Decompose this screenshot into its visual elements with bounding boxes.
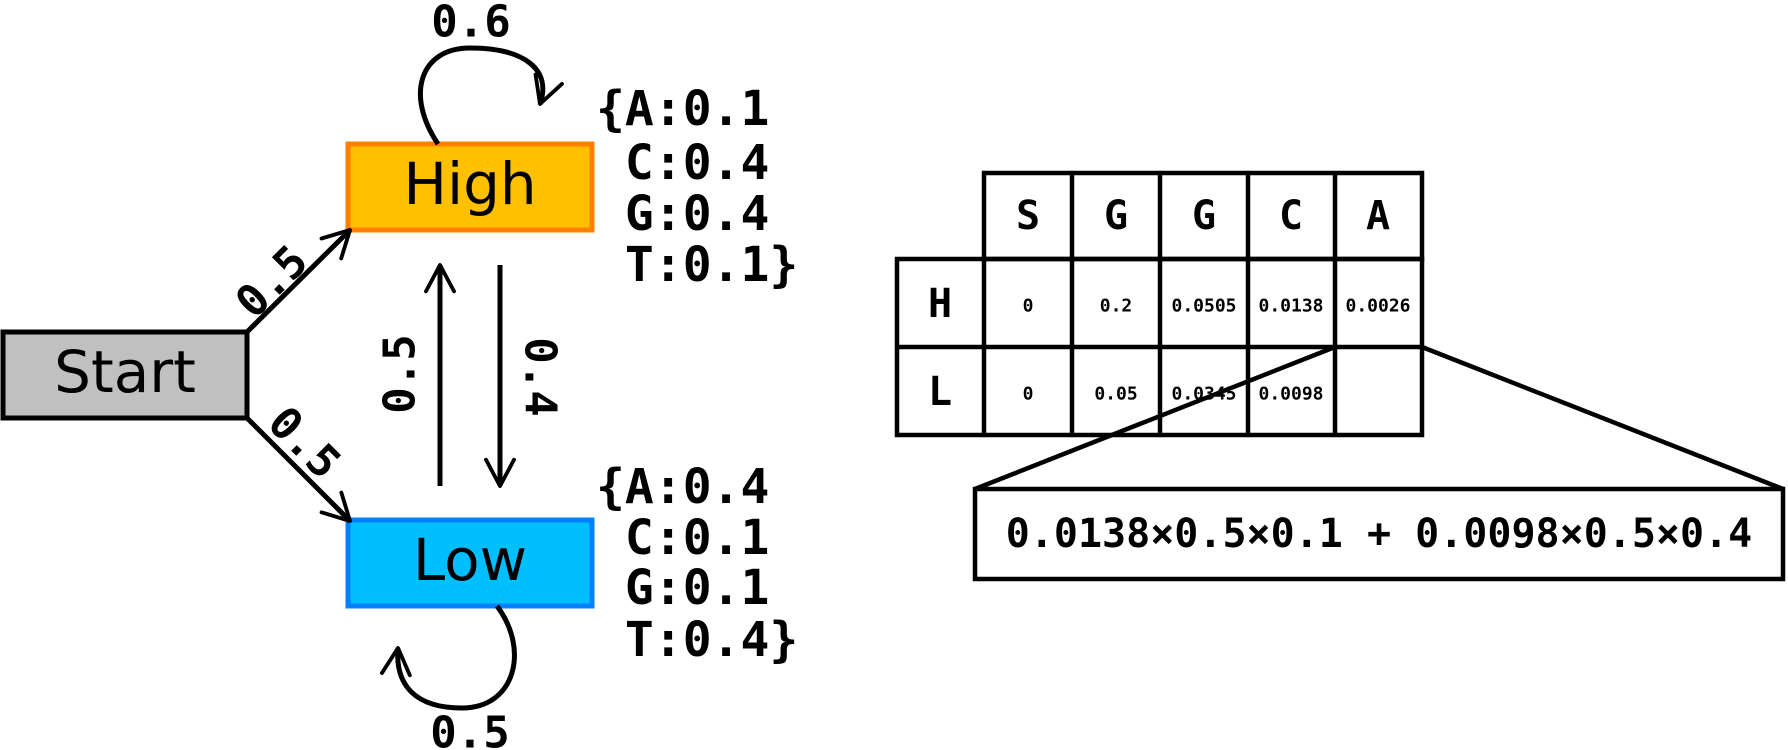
table-cell: 0.0138: [1258, 296, 1323, 317]
high-emissions: {A:0.1 C:0.4 G:0.4 T:0.1}: [596, 81, 798, 293]
edge-high-self-loop: [417, 45, 564, 146]
prob-low-to-high: 0.5: [375, 334, 426, 413]
formula-box: 0.0138×0.5×0.1 + 0.0098×0.5×0.4: [972, 486, 1786, 582]
table-cell: 0.2: [1100, 296, 1133, 317]
prob-low-self: 0.5: [430, 708, 509, 750]
low-emission-line: {A:0.4: [596, 459, 769, 515]
high-emission-line: C:0.4: [596, 135, 769, 191]
table-cell: 0.0505: [1171, 296, 1236, 317]
table-cell: 0: [1023, 384, 1034, 405]
start-node: Start: [0, 329, 250, 421]
high-label: High: [403, 150, 536, 218]
column-header: A: [1366, 193, 1390, 239]
formula-text: 0.0138×0.5×0.1 + 0.0098×0.5×0.4: [1006, 511, 1753, 557]
low-emission-line: C:0.1: [596, 510, 769, 566]
prob-high-to-low: 0.4: [515, 337, 566, 416]
callout-line-left: [974, 344, 1336, 492]
column-header: G: [1192, 193, 1216, 239]
low-emission-line: G:0.1: [596, 560, 769, 616]
row-header: H: [928, 281, 952, 327]
high-node: High: [345, 141, 595, 233]
high-emission-line: G:0.4: [596, 186, 769, 242]
low-label: Low: [413, 526, 527, 594]
low-emissions: {A:0.4 C:0.1 G:0.1 T:0.4}: [596, 459, 798, 668]
prob-start-to-low: 0.5: [258, 397, 350, 489]
table-cell: 0: [1023, 296, 1034, 317]
callout-line-right: [1421, 344, 1784, 492]
edge-low-self-loop: [380, 604, 517, 711]
table-cell: 0.05: [1094, 384, 1137, 405]
low-node: Low: [345, 517, 595, 609]
start-label: Start: [54, 338, 196, 406]
low-emission-line: T:0.4}: [596, 612, 798, 668]
row-header: L: [928, 369, 952, 415]
table-cell: 0.0345: [1171, 384, 1236, 405]
high-emission-line: {A:0.1: [596, 81, 769, 137]
dp-table: S G G C A H 0 0.2 0.0505 0.0138 0.0026 L…: [894, 170, 1425, 438]
prob-high-self: 0.6: [431, 0, 510, 48]
edge-start-to-low: [245, 416, 352, 523]
table-cell: 0.0026: [1345, 296, 1410, 317]
table-cell: 0.0098: [1258, 384, 1323, 405]
column-header: G: [1104, 193, 1128, 239]
high-emission-line: T:0.1}: [596, 237, 798, 293]
column-header: S: [1016, 193, 1040, 239]
edge-start-to-high: [245, 228, 352, 334]
column-header: C: [1279, 193, 1303, 239]
prob-start-to-high: 0.5: [226, 236, 318, 328]
